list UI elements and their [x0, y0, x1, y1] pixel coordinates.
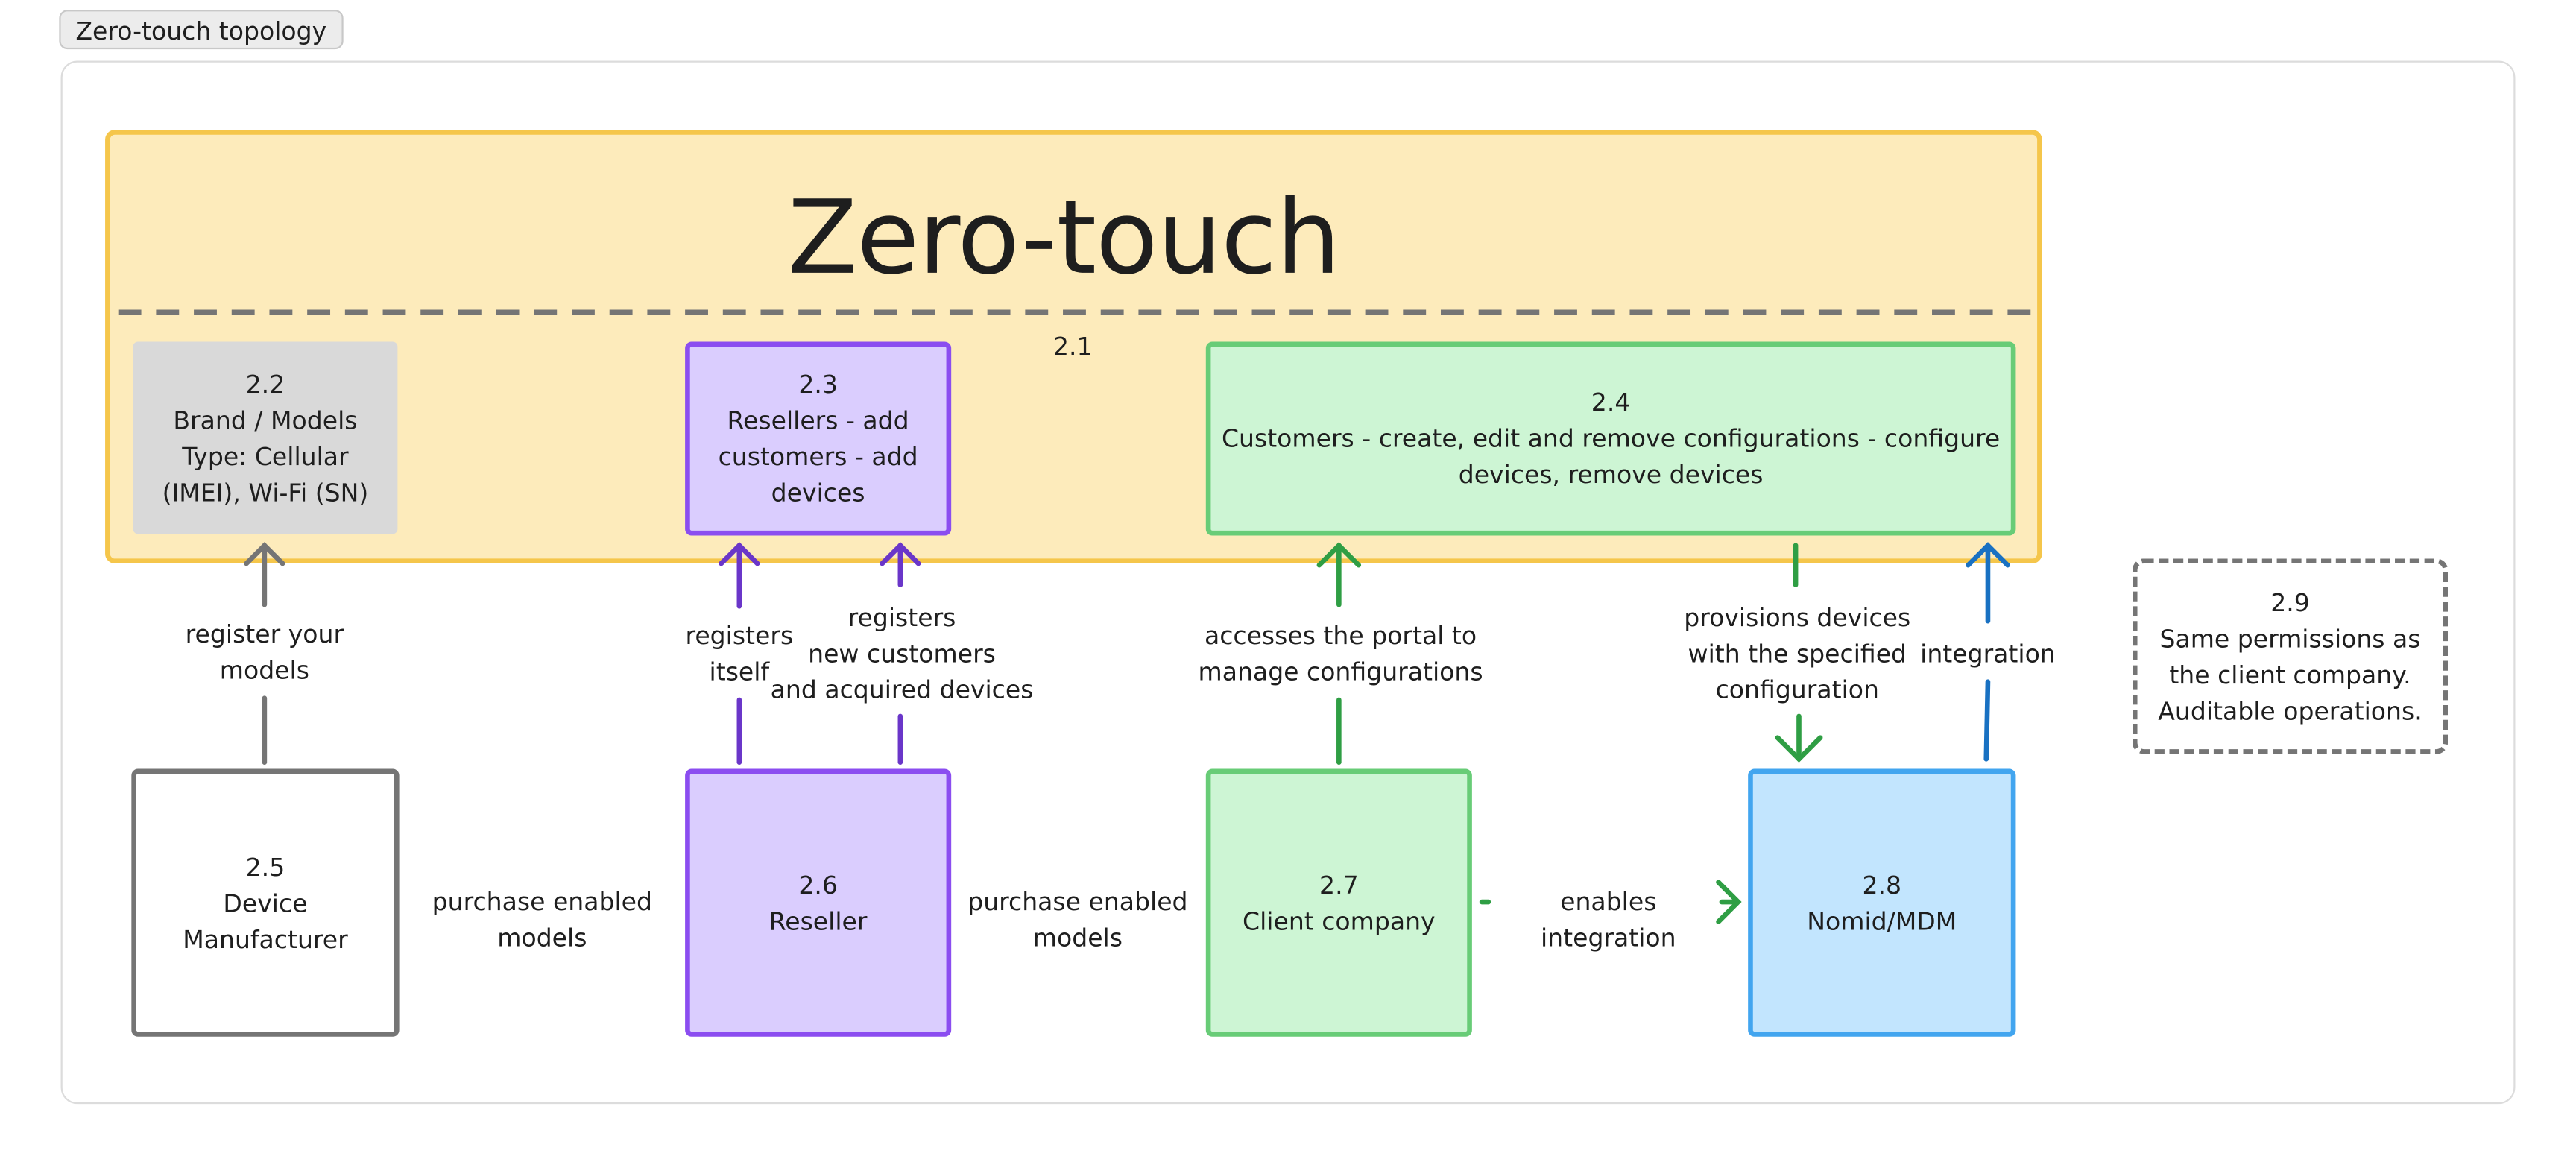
zone-id-label: 2.1	[1052, 332, 1093, 362]
label-purchase-models-1: purchase enabled models	[432, 887, 653, 953]
arrow-enables-integration[interactable]	[1479, 880, 1742, 924]
frame-title[interactable]: Zero-touch topology	[59, 10, 344, 50]
box-brand-models-text: 2.2 Brand / Models Type: Cellular (IMEI)…	[162, 368, 369, 507]
box-customers[interactable]: 2.4 Customers - create, edit and remove …	[1205, 341, 2016, 536]
zone-title-text: Zero-touch	[787, 177, 1341, 297]
label-register-models: register your models	[185, 619, 344, 686]
label-integration: integration	[1920, 639, 2056, 669]
label-purchase-models-2: purchase enabled models	[967, 887, 1188, 953]
arrow-register-models[interactable]	[244, 542, 285, 765]
arrow-accesses-portal[interactable]	[1316, 542, 1362, 765]
box-device-manufacturer[interactable]: 2.5 Device Manufacturer	[131, 768, 400, 1037]
arrow-integration[interactable]	[1966, 542, 2010, 762]
label-provisions: provisions devices with the specified co…	[1684, 602, 1911, 705]
frame-border	[60, 60, 2516, 1105]
box-resellers[interactable]: 2.3 Resellers - add customers - add devi…	[685, 341, 952, 536]
arrow-registers-itself[interactable]	[719, 542, 760, 765]
box-nomid-mdm[interactable]: 2.8 Nomid/MDM	[1748, 768, 2016, 1037]
box-nomid-mdm-text: 2.8 Nomid/MDM	[1807, 870, 1957, 936]
box-permissions-note-text: 2.9 Same permissions as the client compa…	[2158, 587, 2422, 726]
label-registers-itself: registers itself	[685, 621, 794, 687]
box-reseller-text: 2.6 Reseller	[768, 870, 868, 936]
arrow-provisions[interactable]	[1775, 543, 1823, 763]
label-registers-new: registers new customers and acquired dev…	[770, 602, 1034, 705]
box-client-company[interactable]: 2.7 Client company	[1205, 768, 1472, 1037]
zone-title: Zero-touch	[105, 177, 2042, 297]
box-client-company-text: 2.7 Client company	[1243, 870, 1436, 936]
label-accesses-portal: accesses the portal to manage configurat…	[1198, 621, 1483, 687]
arrow-registers-new[interactable]	[880, 542, 921, 765]
box-resellers-text: 2.3 Resellers - add customers - add devi…	[718, 369, 918, 508]
box-reseller[interactable]: 2.6 Reseller	[685, 768, 952, 1037]
box-brand-models[interactable]: 2.2 Brand / Models Type: Cellular (IMEI)…	[133, 341, 398, 534]
label-enables-integration: enables integration	[1540, 887, 1676, 953]
box-device-manufacturer-text: 2.5 Device Manufacturer	[183, 851, 348, 954]
box-permissions-note[interactable]: 2.9 Same permissions as the client compa…	[2132, 558, 2449, 754]
box-customers-text: 2.4 Customers - create, edit and remove …	[1221, 388, 2001, 490]
